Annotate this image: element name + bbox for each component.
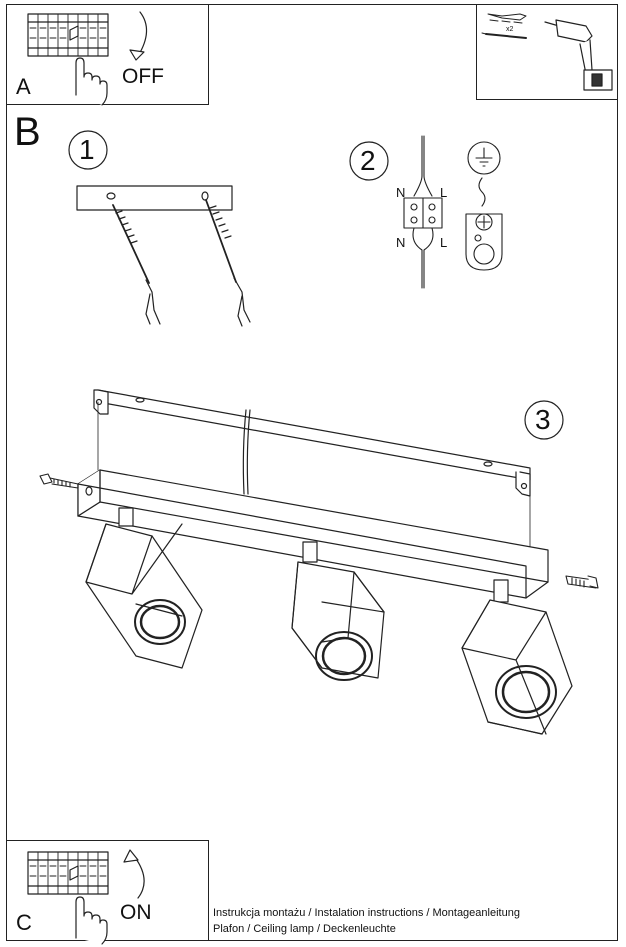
- panel-a-label: A: [16, 74, 31, 99]
- tools-quantity: x2: [506, 26, 514, 33]
- breaker-panel-icon: [27, 13, 109, 57]
- screw-icon: [39, 473, 599, 589]
- wall-anchor-icon: [112, 199, 251, 327]
- step1-number: 1: [79, 134, 95, 165]
- step3-number: 3: [535, 404, 551, 435]
- step3-circle: [524, 400, 564, 440]
- lamp-base-icon: [77, 469, 549, 599]
- page-frame: [6, 4, 618, 941]
- wire-label-l-bottom: L: [440, 235, 448, 250]
- step2-circle: [349, 141, 389, 181]
- screw-anchor-icon: [481, 13, 527, 39]
- wire-label-n-bottom: N: [396, 235, 406, 250]
- drill-icon: [544, 19, 613, 91]
- step1-circle: [68, 130, 108, 170]
- wire-label-l-top: L: [440, 185, 448, 200]
- spotlight-3-icon: [461, 579, 573, 735]
- arrow-up-icon: [123, 849, 145, 899]
- wire-label-n-top: N: [396, 185, 406, 200]
- step2-number: 2: [360, 145, 376, 176]
- power-cable-icon: [242, 409, 251, 495]
- ceiling-bracket-icon: [93, 389, 531, 549]
- spotlight-2-icon: [291, 541, 385, 681]
- switch-on-label: ON: [120, 901, 152, 924]
- panel-c-label: C: [16, 910, 32, 935]
- panel-b-label: B: [14, 110, 41, 154]
- ground-terminal-icon: [465, 141, 503, 271]
- hand-on-icon: [75, 896, 108, 945]
- switch-off-label: OFF: [122, 65, 164, 88]
- footer-line-1: Instrukcja montażu / Instalation instruc…: [213, 907, 520, 919]
- mounting-plate-icon: [76, 185, 233, 211]
- breaker-panel-on-icon: [27, 851, 109, 895]
- hand-icon: [75, 57, 108, 106]
- terminal-block-icon: [403, 135, 443, 289]
- spotlight-1-icon: [85, 507, 203, 669]
- footer-line-2: Plafon / Ceiling lamp / Deckenleuchte: [213, 923, 396, 935]
- arrow-down-icon: [129, 11, 148, 61]
